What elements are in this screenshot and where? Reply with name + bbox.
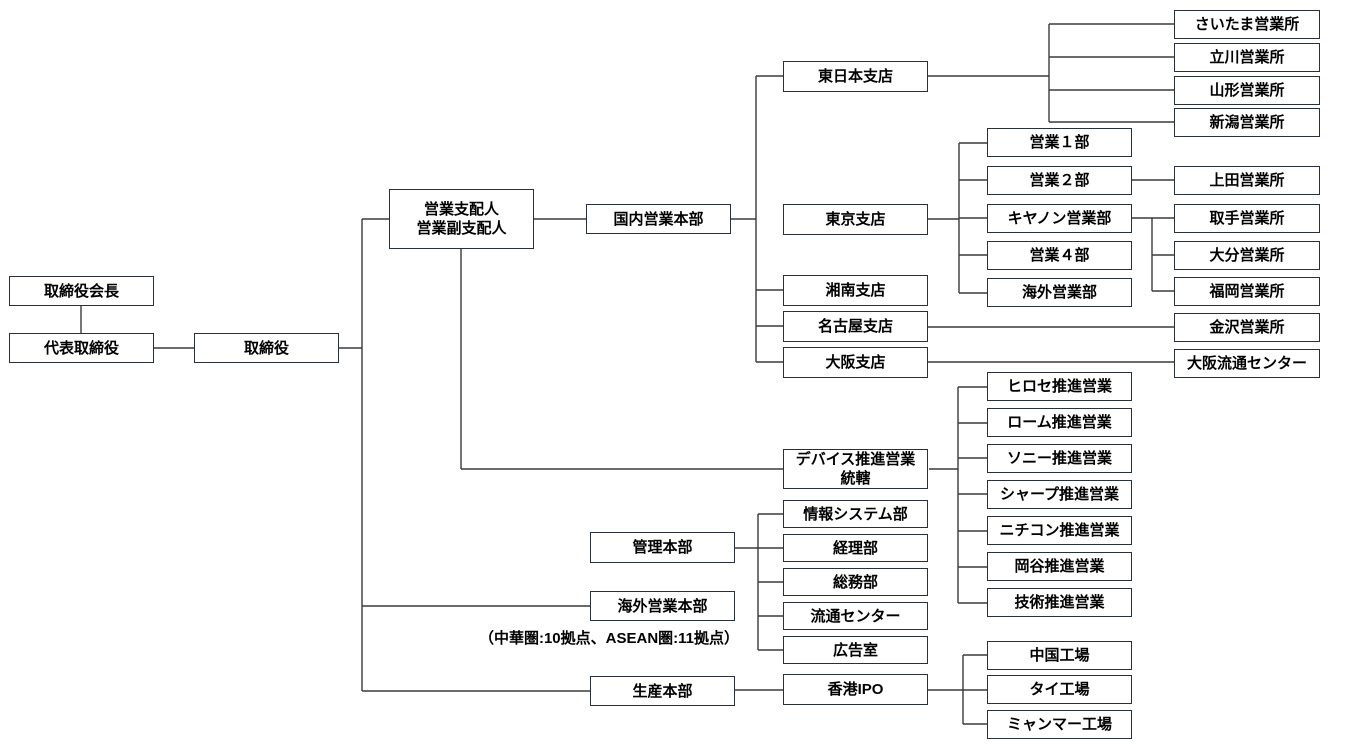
org-node-hongkong-ipo: 香港IPO bbox=[783, 674, 928, 705]
org-node-chairman: 取締役会長 bbox=[9, 276, 154, 306]
org-node-general-affairs-dept: 総務部 bbox=[783, 568, 928, 596]
org-node-sales-dept-1: 営業１部 bbox=[987, 128, 1132, 157]
org-node-overseas-sales-dept: 海外営業部 bbox=[987, 278, 1132, 307]
org-node-sony-promotion: ソニー推進営業 bbox=[987, 444, 1132, 473]
org-node-thailand-factory: タイ工場 bbox=[987, 675, 1132, 704]
org-node-yamagata-office: 山形営業所 bbox=[1174, 76, 1320, 105]
org-node-ueda-office: 上田営業所 bbox=[1174, 166, 1320, 195]
org-node-production-hq: 生産本部 bbox=[590, 676, 735, 706]
org-node-info-systems-dept: 情報システム部 bbox=[783, 500, 928, 528]
org-node-advertising-office: 広告室 bbox=[783, 636, 928, 664]
org-node-nagoya-branch: 名古屋支店 bbox=[783, 311, 928, 342]
org-node-rohm-promotion: ローム推進営業 bbox=[987, 408, 1132, 437]
org-node-sales-dept-4: 営業４部 bbox=[987, 241, 1132, 270]
org-node-shonan-branch: 湘南支店 bbox=[783, 275, 928, 306]
org-node-admin-hq: 管理本部 bbox=[590, 532, 735, 563]
org-node-kanazawa-office: 金沢営業所 bbox=[1174, 313, 1320, 342]
org-node-tachikawa-office: 立川営業所 bbox=[1174, 43, 1320, 72]
org-node-accounting-dept: 経理部 bbox=[783, 534, 928, 562]
org-node-nichicon-promotion: ニチコン推進営業 bbox=[987, 516, 1132, 545]
org-node-fukuoka-office: 福岡営業所 bbox=[1174, 277, 1320, 306]
org-node-hirose-promotion: ヒロセ推進営業 bbox=[987, 372, 1132, 401]
org-node-osaka-branch: 大阪支店 bbox=[783, 347, 928, 378]
org-node-sharp-promotion: シャープ推進営業 bbox=[987, 480, 1132, 509]
org-node-tech-promotion: 技術推進営業 bbox=[987, 588, 1132, 617]
org-node-distribution-center: 流通センター bbox=[783, 602, 928, 630]
org-node-myanmar-factory: ミャンマー工場 bbox=[987, 710, 1132, 739]
org-node-osaka-distribution-center: 大阪流通センター bbox=[1174, 349, 1320, 378]
org-node-okaya-promotion: 岡谷推進営業 bbox=[987, 552, 1132, 581]
org-node-china-factory: 中国工場 bbox=[987, 641, 1132, 670]
org-node-tokyo-branch: 東京支店 bbox=[783, 204, 928, 235]
org-node-toride-office: 取手営業所 bbox=[1174, 204, 1320, 233]
org-node-saitama-office: さいたま営業所 bbox=[1174, 10, 1320, 39]
org-node-niigata-office: 新潟営業所 bbox=[1174, 108, 1320, 137]
org-node-sales-dept-2: 営業２部 bbox=[987, 166, 1132, 195]
org-node-domestic-sales-hq: 国内営業本部 bbox=[586, 204, 731, 234]
org-node-device-promotion-sales: デバイス推進営業 統轄 bbox=[783, 449, 928, 489]
org-node-sales-manager: 営業支配人 営業副支配人 bbox=[389, 189, 534, 249]
org-node-director: 取締役 bbox=[194, 333, 339, 363]
org-node-oita-office: 大分営業所 bbox=[1174, 241, 1320, 270]
overseas-bases-annotation: （中華圏:10拠点、ASEAN圏:11拠点） bbox=[478, 630, 740, 647]
org-node-east-japan-branch: 東日本支店 bbox=[783, 61, 928, 92]
org-node-overseas-sales-hq: 海外営業本部 bbox=[590, 591, 735, 621]
org-node-canon-sales-dept: キヤノン営業部 bbox=[987, 204, 1132, 233]
org-node-representative-director: 代表取締役 bbox=[9, 333, 154, 363]
